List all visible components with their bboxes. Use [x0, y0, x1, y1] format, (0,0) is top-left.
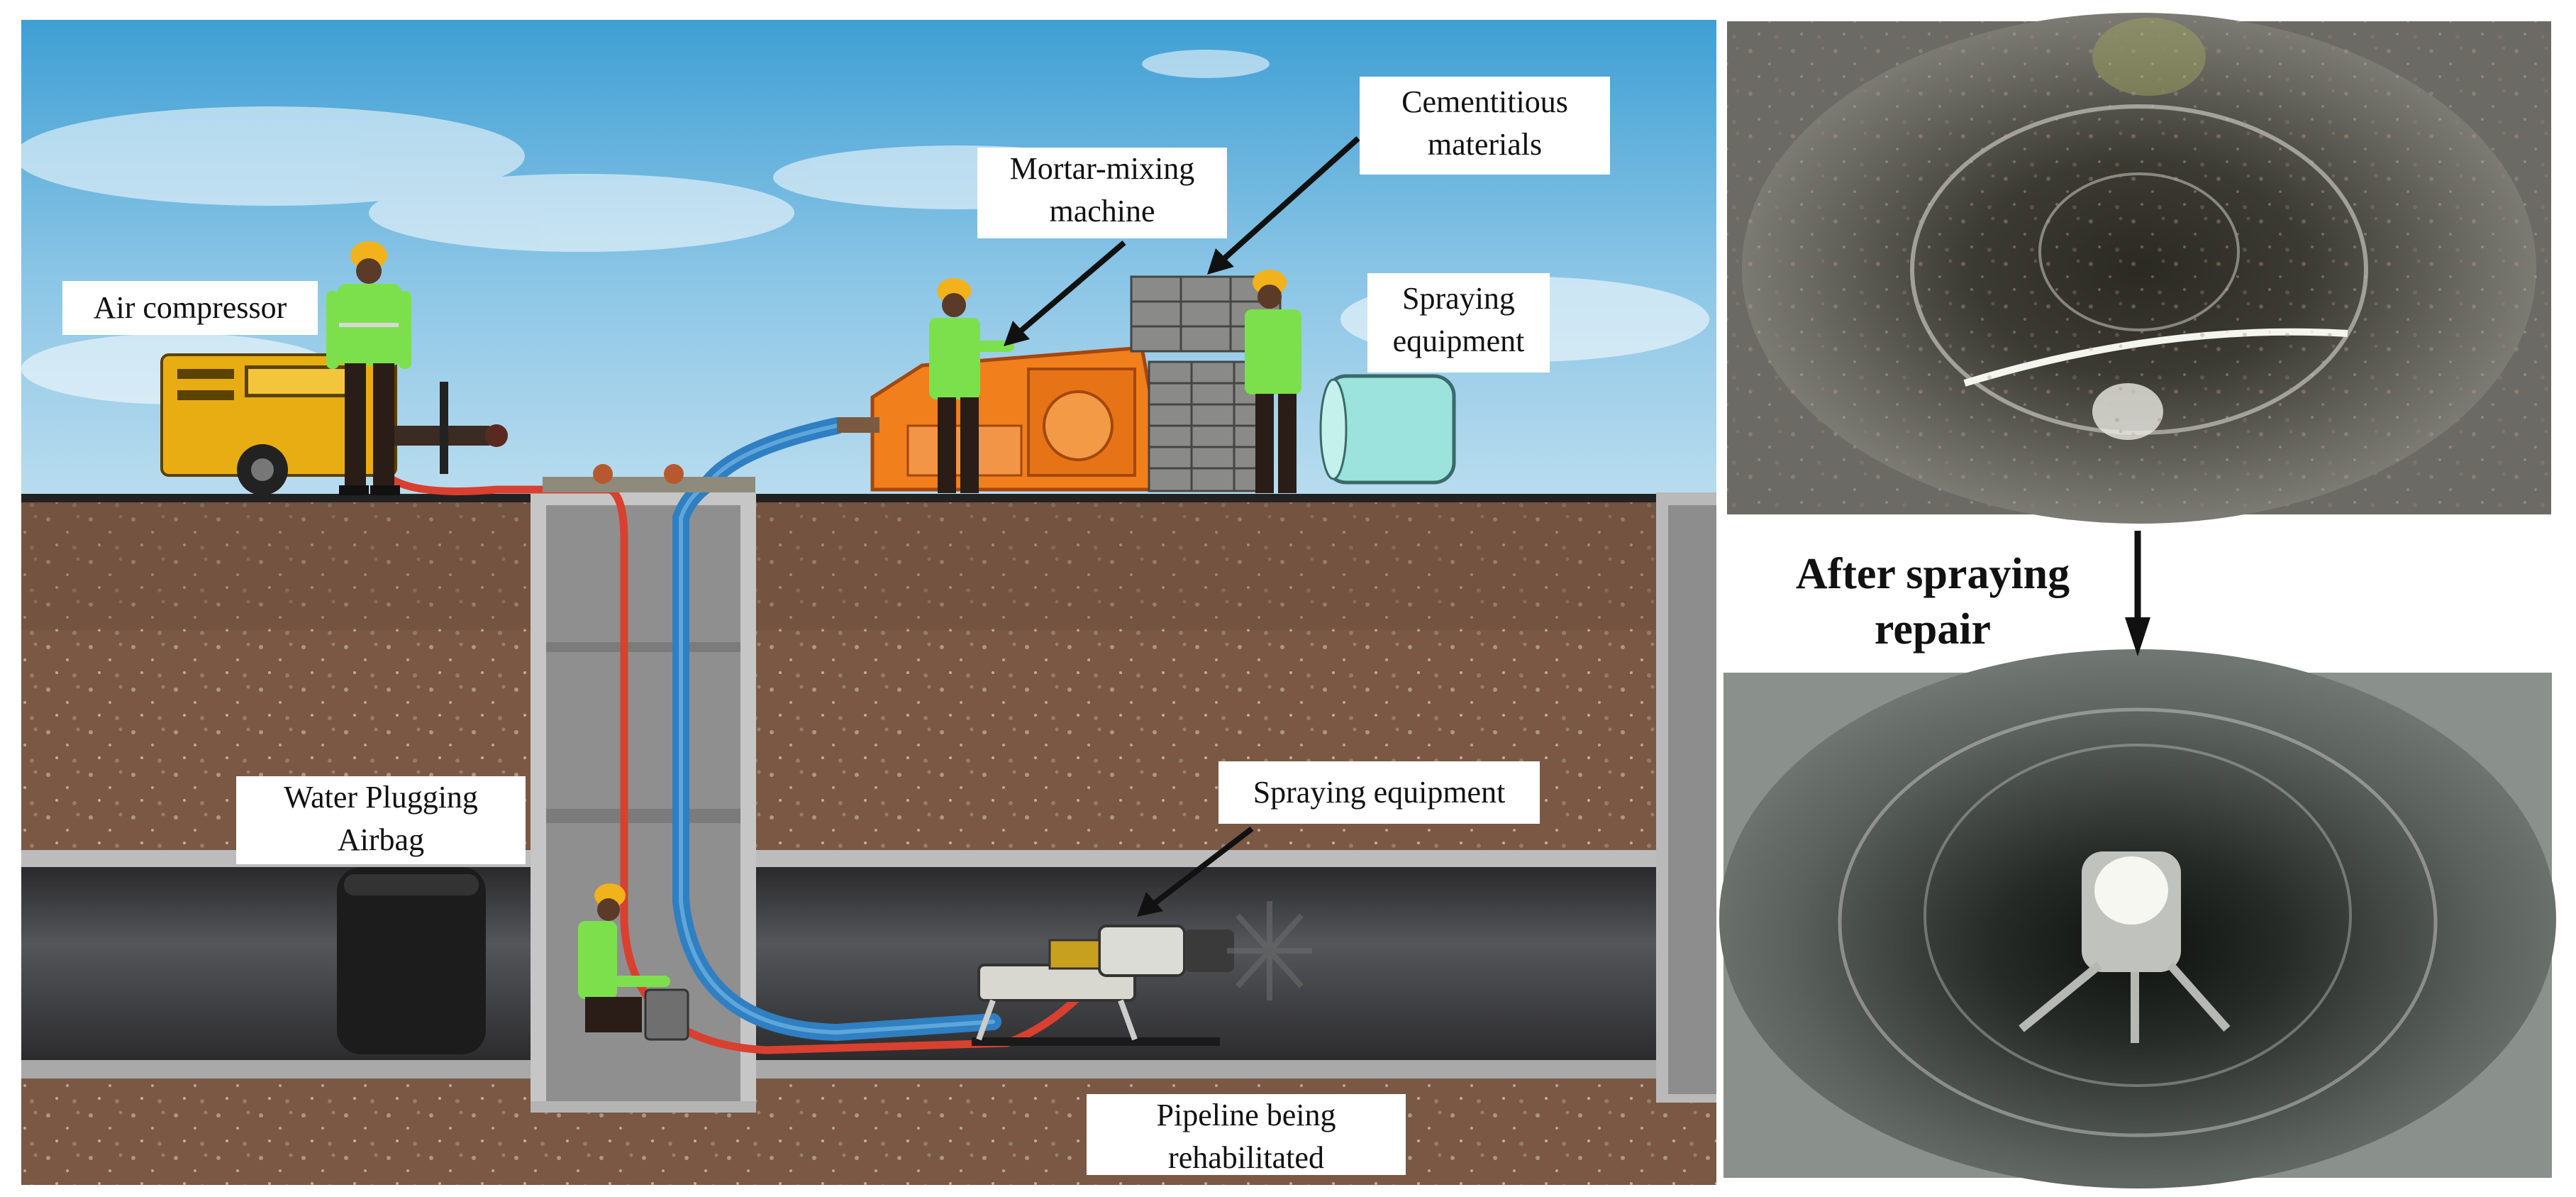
down-arrow-icon [2125, 531, 2150, 656]
spraying-equipment-top-label: Spraying equipment [1367, 273, 1550, 373]
ground-surface [21, 494, 1716, 502]
cementitious-label: Cementitious materials [1360, 77, 1610, 175]
pointer-arrows [1004, 136, 1360, 917]
worker-icon [578, 883, 689, 1041]
access-shaft [531, 492, 756, 1113]
before-photo [1727, 13, 2551, 524]
water-plugging-label: Water Plugging Airbag [236, 776, 526, 864]
after-photo [1719, 649, 2556, 1188]
worker-icon [1245, 270, 1301, 493]
spray-robot-icon [972, 901, 1312, 1046]
pipeline-label: Pipeline being rehabilitated [1087, 1094, 1406, 1175]
after-spraying-caption: After spraying repair [1795, 550, 2070, 653]
shaft-cover-bar [543, 477, 755, 492]
air-compressor-icon [160, 353, 508, 495]
spraying-equipment-bottom-label: Spraying equipment [1218, 761, 1540, 824]
worker-icon [929, 278, 1014, 493]
air-compressor-label: Air compressor [62, 281, 318, 335]
construction-scene [14, 20, 1716, 1185]
tank-icon [1319, 374, 1456, 485]
airbag-icon [337, 867, 486, 1054]
worker-icon [326, 241, 411, 495]
brick-stack-icon [1130, 275, 1282, 492]
hoses [382, 417, 1111, 1054]
mortar-mixing-label: Mortar-mixing machine [977, 148, 1227, 238]
